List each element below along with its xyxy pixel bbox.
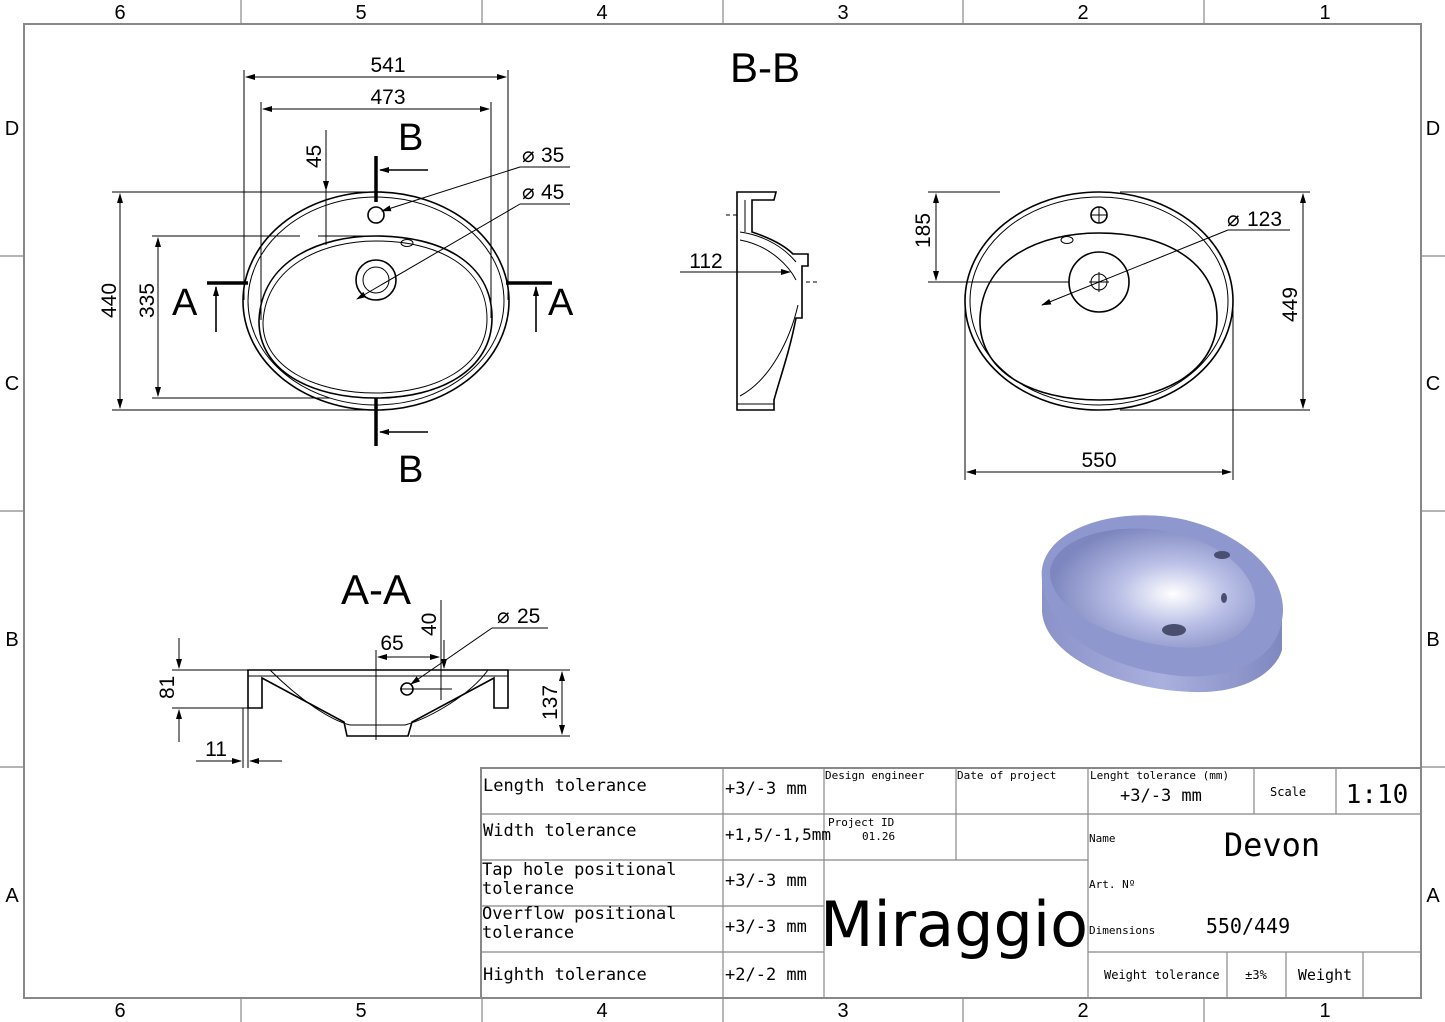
section-bb-title: B-B	[730, 44, 800, 91]
basin-3d-render	[1041, 515, 1284, 693]
product-name: Devon	[1224, 826, 1320, 864]
section-a-label-right: A	[548, 282, 574, 324]
column-label: 4	[596, 1000, 607, 1022]
dim-drain-diameter: 123	[1247, 208, 1282, 231]
dim-drain-dy: 40	[418, 613, 441, 636]
dim-tap-offset: 45	[303, 145, 326, 168]
dim-height-outer: 440	[98, 283, 121, 318]
scale-value: 1:10	[1346, 780, 1409, 810]
column-label: 6	[114, 1000, 125, 1022]
column-label: 2	[1077, 1000, 1088, 1022]
row-label: B	[1426, 629, 1439, 651]
title-block-text: Length tolerance +3/-3 mm Width toleranc…	[482, 769, 1408, 985]
dim-dia-prefix: ⌀	[1227, 208, 1240, 231]
dim-bb-depth: 112	[689, 250, 722, 273]
section-aa-view	[172, 600, 570, 768]
column-label: 6	[114, 2, 125, 24]
tolerance-label: Width tolerance	[483, 821, 637, 841]
dim-drain-offset: 185	[912, 213, 935, 248]
column-label: 5	[355, 2, 366, 24]
scale-label: Scale	[1270, 785, 1306, 799]
section-b-label-top: B	[398, 117, 423, 159]
top-view-left	[112, 70, 570, 446]
article-number-label: Art. Nº	[1089, 878, 1135, 891]
tolerance-value: +3/-3 mm	[725, 917, 807, 937]
dim-total-height: 137	[539, 685, 562, 720]
column-label: 3	[837, 2, 848, 24]
dim-overflow-diameter: 45	[541, 181, 564, 204]
column-label: 1	[1319, 1000, 1330, 1022]
project-id-value: 01.26	[862, 830, 895, 843]
top-view-right	[928, 191, 1310, 480]
weight-tolerance-label: Weight tolerance	[1104, 968, 1220, 982]
tolerance-label: Length tolerance	[483, 776, 647, 796]
dim-width-outer: 541	[370, 54, 405, 77]
dim-dia-prefix: ⌀	[522, 144, 535, 167]
dim-rim-height: 81	[156, 676, 179, 699]
column-label: 2	[1077, 2, 1088, 24]
tap-hole-icon	[367, 206, 385, 224]
dimensions-value: 550/449	[1206, 914, 1290, 938]
row-label: A	[5, 885, 19, 907]
dimensions-label: Dimensions	[1089, 924, 1155, 937]
dim-width-inner: 473	[370, 86, 405, 109]
date-of-project-label: Date of project	[957, 769, 1056, 782]
row-label: A	[1426, 885, 1440, 907]
tolerance-value: +2/-2 mm	[725, 965, 807, 985]
section-bb-labels: B-B 112	[689, 44, 800, 273]
length-tolerance-label: Lenght tolerance (mm)	[1090, 769, 1229, 782]
drain-icon	[355, 259, 397, 301]
dim-drain-dx: 65	[380, 632, 403, 655]
overflow-hole-icon	[400, 239, 414, 247]
weight-label: Weight	[1298, 966, 1352, 984]
dim-wall-thickness: 11	[205, 738, 227, 761]
row-label: D	[1426, 118, 1440, 140]
frame-column-labels: 6 5 4 3 2 1 6 5 4 3 2 1	[114, 2, 1330, 1022]
column-label: 3	[837, 1000, 848, 1022]
column-label: 5	[355, 1000, 366, 1022]
project-id-label: Project ID	[828, 816, 894, 829]
top-view-left-labels: 541 473 45 ⌀ 35 ⌀ 45 440 335 A A B B	[98, 54, 574, 491]
dim-height-inner: 335	[136, 283, 159, 318]
overflow-hole-icon	[1060, 236, 1074, 244]
dim-tap-diameter: 35	[541, 144, 564, 167]
section-b-label-bottom: B	[398, 449, 423, 491]
design-engineer-label: Design engineer	[825, 769, 925, 782]
tolerance-label: Overflow positional tolerance	[482, 905, 677, 943]
row-label: C	[1426, 373, 1440, 395]
row-label: C	[5, 373, 19, 395]
section-aa-labels: A-A 81 65 40 ⌀ 25 137 11	[156, 566, 562, 761]
tolerance-value: +3/-3 mm	[725, 871, 807, 891]
section-aa-title: A-A	[341, 566, 411, 613]
name-label: Name	[1089, 832, 1116, 845]
weight-tolerance-value: ±3%	[1245, 968, 1267, 982]
column-label: 1	[1319, 2, 1330, 24]
dim-overall-height: 449	[1279, 287, 1302, 322]
tolerance-value: +1,5/-1,5mm	[725, 825, 831, 844]
tolerance-value: +3/-3 mm	[725, 779, 807, 799]
column-label: 4	[596, 2, 607, 24]
row-label: D	[5, 118, 19, 140]
tolerance-label: Tap hole positional tolerance	[482, 861, 677, 899]
top-view-right-labels: 185 ⌀ 123 449 550	[912, 208, 1302, 472]
brand-logo: Miraggio	[820, 888, 1088, 961]
dim-dia-prefix: ⌀	[522, 181, 535, 204]
dim-dia-prefix: ⌀	[497, 605, 510, 628]
title-block	[480, 767, 1422, 999]
dim-overall-width: 550	[1081, 449, 1116, 472]
frame-row-labels: D C B A D C B A	[5, 118, 1441, 907]
section-bb-view	[680, 191, 818, 411]
tolerance-label: Highth tolerance	[483, 965, 647, 985]
section-a-label-left: A	[172, 282, 198, 324]
dim-aa-overflow-diameter: 25	[517, 605, 540, 628]
length-tolerance-value: +3/-3 mm	[1120, 786, 1202, 806]
row-label: B	[5, 629, 18, 651]
